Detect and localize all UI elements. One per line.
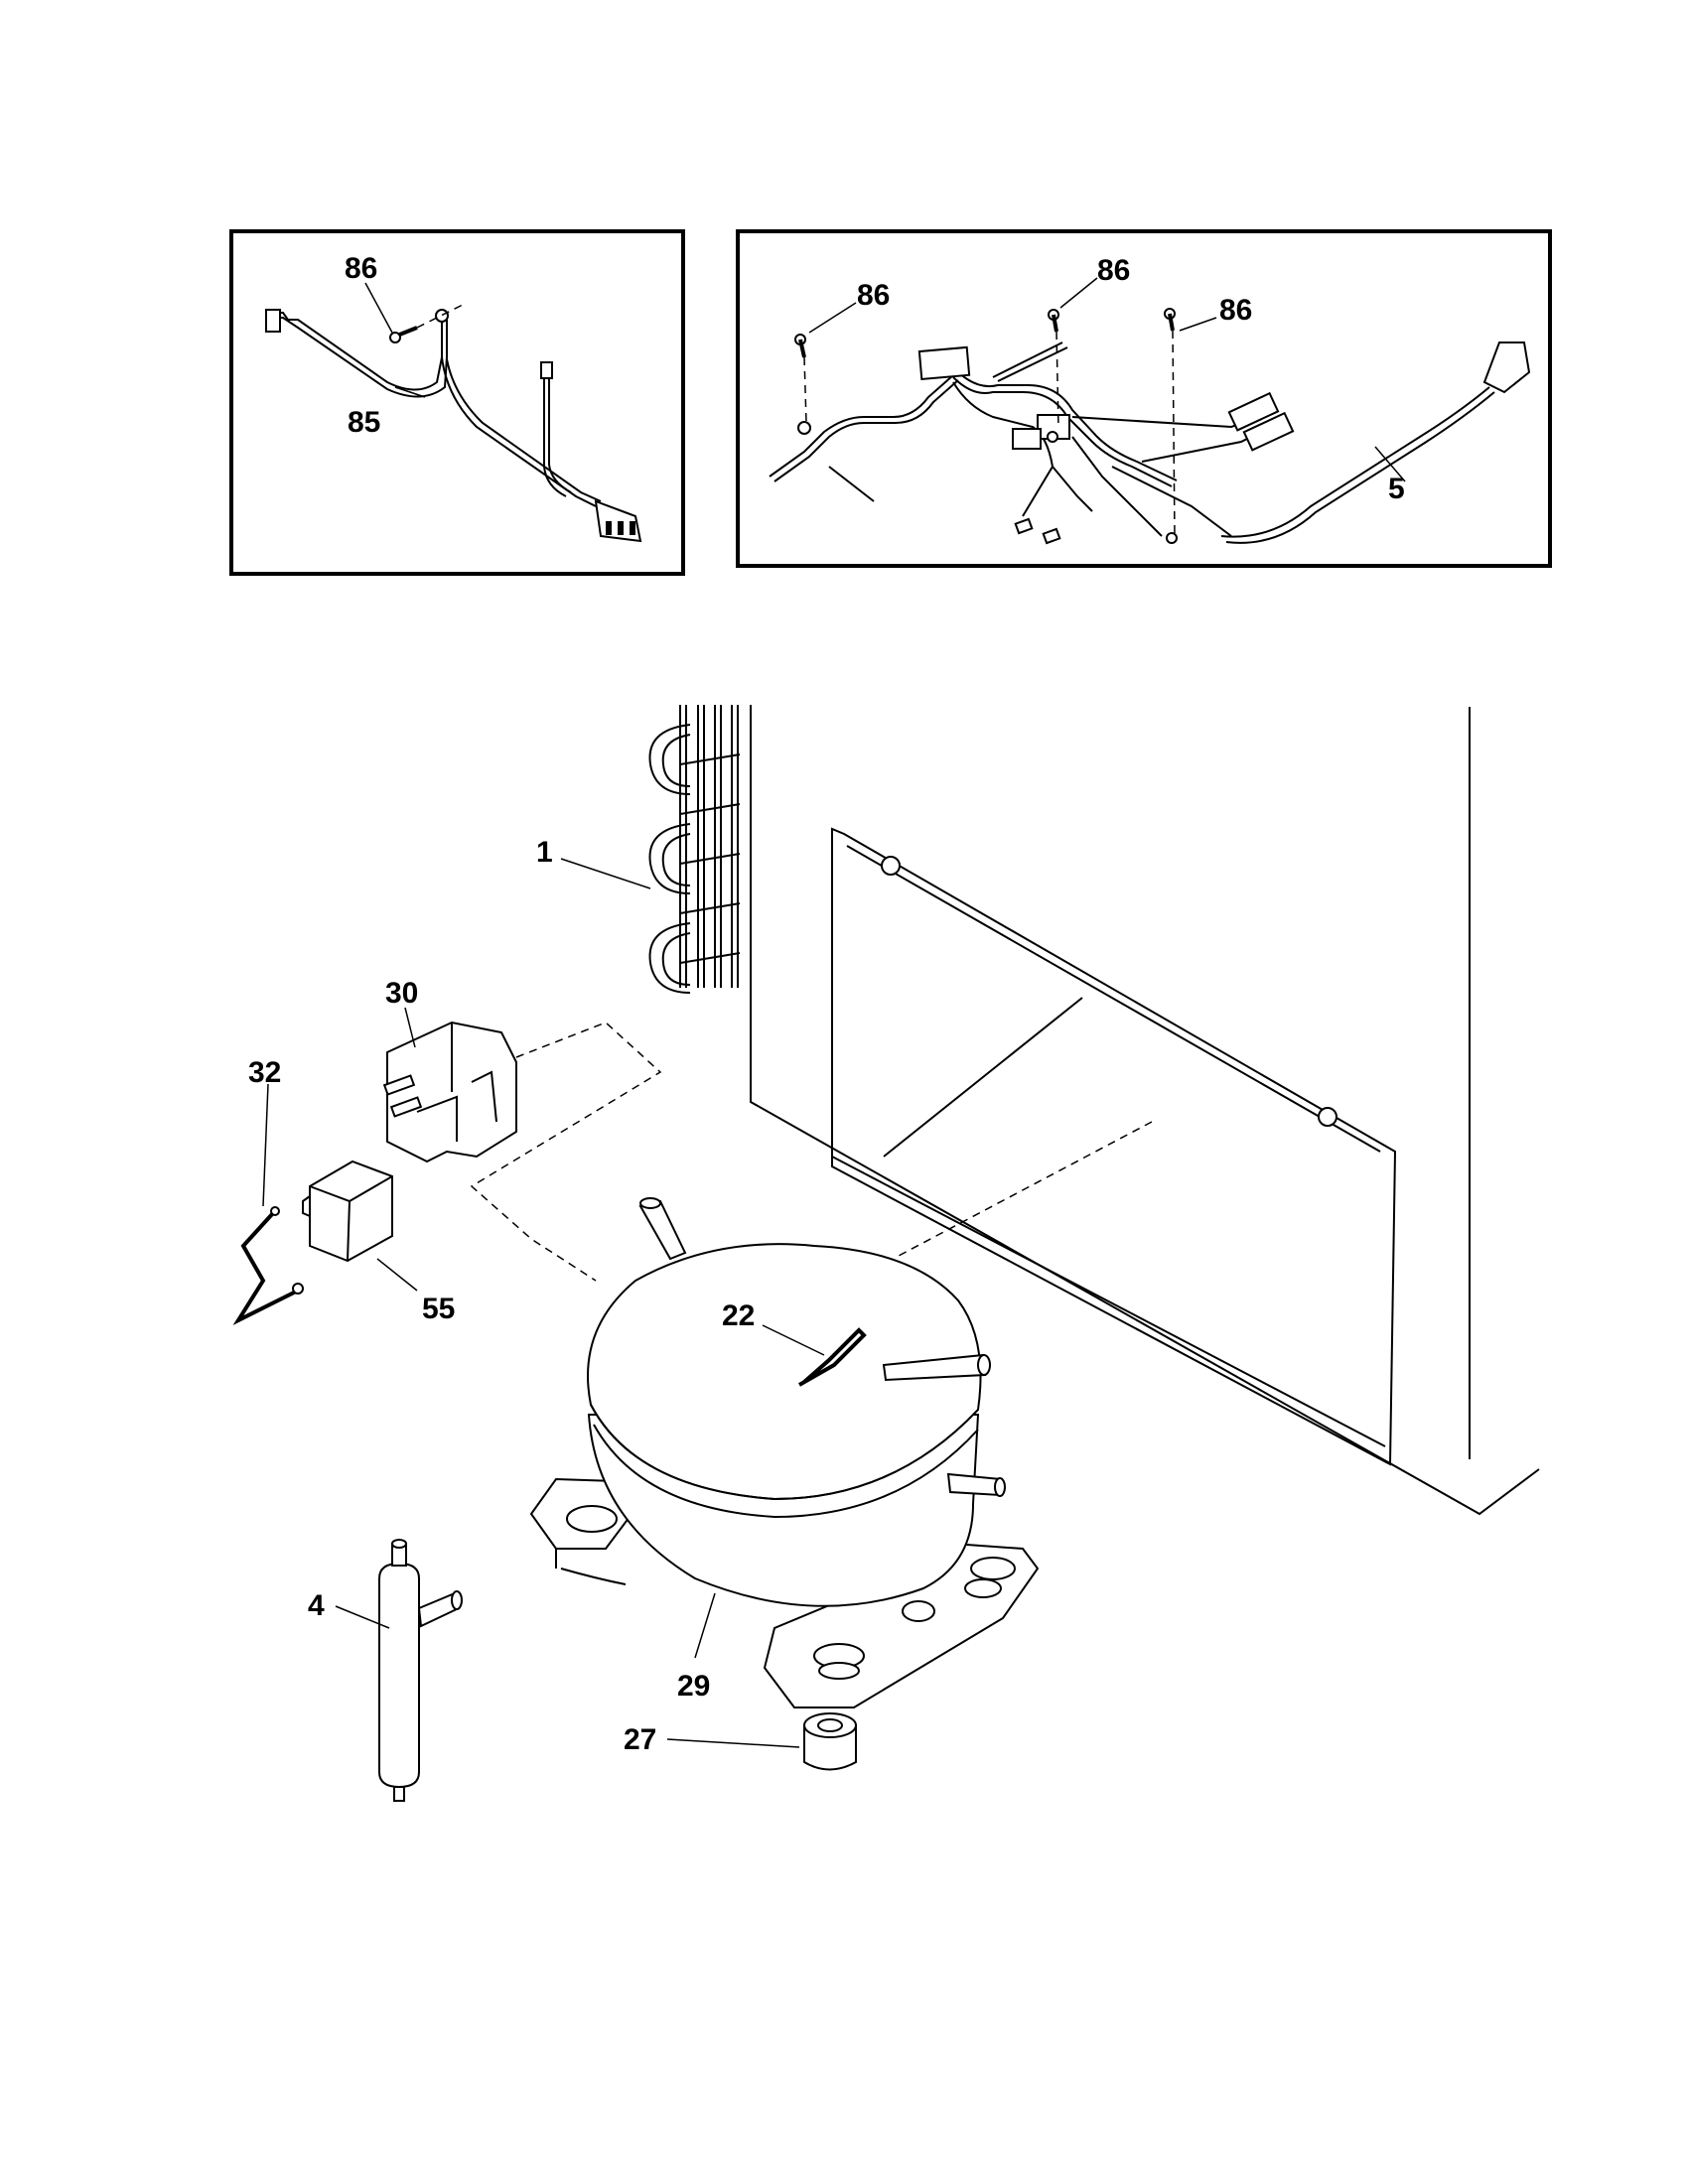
- relay-bracket: [382, 1021, 517, 1163]
- callout-86-inset1: 86: [345, 252, 377, 285]
- cabinet-opening: [831, 827, 1397, 1466]
- leader-27: [666, 1738, 800, 1748]
- clip-wire: [232, 1206, 304, 1325]
- leader-86-inset1: [364, 282, 393, 334]
- inset-harness-panel: 86 85: [229, 229, 685, 576]
- callout-86-c: 86: [1219, 294, 1252, 327]
- dryer: [378, 1539, 463, 1802]
- callout-32: 32: [248, 1056, 281, 1089]
- callout-22: 22: [722, 1299, 755, 1332]
- power-cord-drawing: [769, 308, 1531, 545]
- callout-86-a: 86: [857, 279, 890, 312]
- leader-85: [394, 386, 426, 398]
- callout-29: 29: [677, 1670, 710, 1703]
- condenser: [648, 705, 741, 994]
- leader-86-b: [1059, 277, 1098, 309]
- cabinet: [750, 705, 1540, 1516]
- callout-4: 4: [308, 1589, 325, 1622]
- grommet: [803, 1712, 857, 1771]
- callout-1: 1: [536, 836, 553, 869]
- leader-4: [335, 1605, 390, 1629]
- harness-drawing: [265, 302, 642, 543]
- leader-55: [376, 1258, 418, 1292]
- leader-1: [560, 858, 651, 889]
- leader-32: [262, 1083, 269, 1207]
- leader-5: [1374, 446, 1406, 482]
- leader-86-a: [808, 302, 857, 334]
- leader-30: [404, 1007, 416, 1048]
- inset-frame-right: [736, 229, 1552, 568]
- leader-22: [762, 1324, 825, 1356]
- callout-85: 85: [348, 406, 380, 439]
- compressor: [529, 1197, 1040, 1708]
- inset-power-cord-panel: 86 86 86 5: [736, 229, 1552, 568]
- callout-30: 30: [385, 977, 418, 1010]
- callout-55: 55: [422, 1293, 455, 1325]
- callout-27: 27: [624, 1723, 656, 1756]
- inset-frame-left: [229, 229, 685, 576]
- leader-86-c: [1179, 317, 1217, 332]
- overload-relay: [302, 1160, 393, 1263]
- leader-29: [694, 1592, 716, 1659]
- callout-5: 5: [1388, 473, 1405, 505]
- callout-86-b: 86: [1097, 254, 1130, 287]
